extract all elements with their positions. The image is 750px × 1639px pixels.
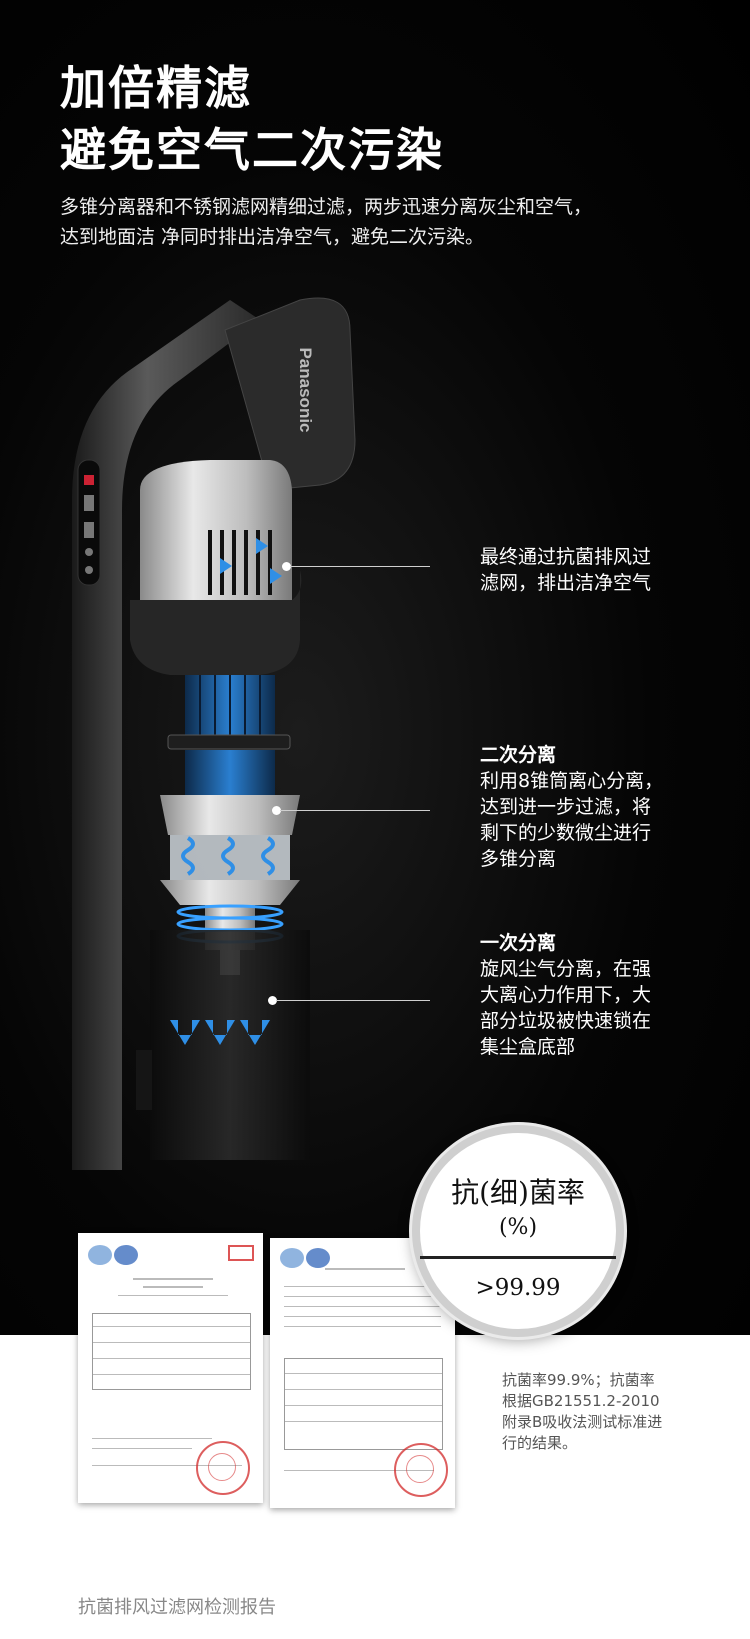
motor-head	[224, 297, 356, 491]
test-report-page-2	[270, 1238, 455, 1508]
callout-2-leader	[280, 810, 430, 811]
handle	[72, 300, 260, 1170]
callout-2-dot	[272, 806, 281, 815]
callout-3-leader	[276, 1000, 430, 1001]
callout-1-dot	[282, 562, 291, 571]
vacuum-cutaway-illustration: Panasonic	[72, 297, 356, 1170]
callout-heading: 二次分离	[480, 744, 557, 766]
callout-line: 大离心力作用下，大	[480, 984, 652, 1006]
subtitle-line-2: 达到地面洁 净同时排出洁净空气，避免二次污染。	[60, 226, 485, 248]
magnifier-value: >99.99	[475, 1275, 561, 1301]
magnifier-lens: 抗(细)菌率 (%) >99.99	[412, 1125, 624, 1337]
callout-primary-separation: 一次分离 旋风尘气分离，在强 大离心力作用下，大 部分垃圾被快速锁在 集尘盒底部	[480, 930, 695, 1060]
note-line: 行的结果。	[502, 1434, 578, 1452]
multi-cone-separator	[160, 795, 300, 835]
callout-line: 剩下的少数微尘进行	[480, 822, 652, 844]
magnifier-divider	[420, 1256, 616, 1259]
note-line: 抗菌率99.9%；抗菌率	[502, 1371, 655, 1389]
callout-line: 滤网，排出洁净空气	[480, 572, 652, 594]
antibacterial-note: 抗菌率99.9%；抗菌率 根据GB21551.2-2010 附录B吸收法测试标准…	[502, 1370, 702, 1454]
note-line: 附录B吸收法测试标准进	[502, 1413, 663, 1431]
callout-line: 部分垃圾被快速锁在	[480, 1010, 652, 1032]
callout-3-dot	[268, 996, 277, 1005]
report-caption: 抗菌排风过滤网检测报告	[78, 1597, 276, 1618]
note-line: 根据GB21551.2-2010	[502, 1392, 660, 1410]
callout-secondary-separation: 二次分离 利用8锥筒离心分离， 达到进一步过滤，将 剩下的少数微尘进行 多锥分离	[480, 742, 695, 872]
callout-exhaust-filter: 最终通过抗菌排风过 滤网，排出洁净空气	[480, 544, 695, 596]
dark-background	[0, 0, 750, 1335]
callout-line: 集尘盒底部	[480, 1036, 576, 1058]
callout-line: 旋风尘气分离，在强	[480, 958, 652, 980]
headline-line-1: 加倍精滤	[60, 61, 252, 115]
callout-line: 利用8锥筒离心分离，	[480, 770, 664, 792]
test-report-page-1	[78, 1233, 263, 1503]
callout-line: 多锥分离	[480, 848, 557, 870]
headline-line-2: 避免空气二次污染	[60, 123, 444, 177]
callout-line: 最终通过抗菌排风过	[480, 546, 652, 568]
subtitle-line-1: 多锥分离器和不锈钢滤网精细过滤，两步迅速分离灰尘和空气，	[60, 196, 593, 218]
callout-heading: 一次分离	[480, 932, 557, 954]
motor-housing	[130, 570, 302, 675]
magnifier-label: 抗(细)菌率	[451, 1176, 585, 1209]
brand-logo: Panasonic	[296, 347, 315, 432]
magnifier-unit: (%)	[498, 1215, 538, 1240]
motor-cylinder	[140, 460, 292, 600]
dust-bin	[150, 930, 310, 1160]
callout-line: 达到进一步过滤，将	[480, 796, 652, 818]
callout-1-leader	[290, 566, 430, 567]
